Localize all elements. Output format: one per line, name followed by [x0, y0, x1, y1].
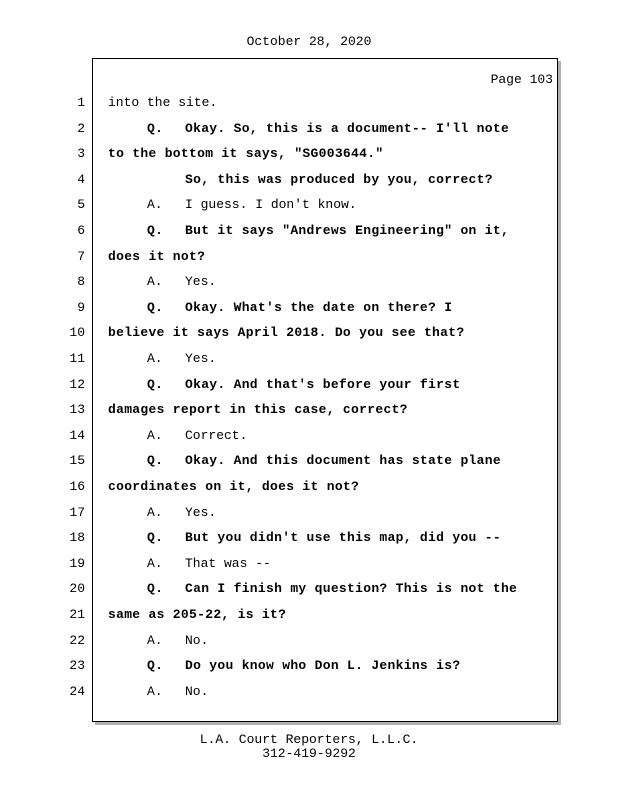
line-text: Okay. And this document has state plane	[185, 453, 501, 469]
speaker-label: A.	[147, 274, 163, 290]
line-number: 6	[77, 223, 85, 238]
line-text: believe it says April 2018. Do you see t…	[108, 325, 465, 341]
line-number: 5	[77, 197, 85, 213]
speaker-label: Q.	[147, 120, 164, 136]
line-number: 8	[77, 274, 85, 290]
speaker-label: A.	[147, 504, 163, 520]
line-number: 21	[69, 607, 85, 622]
speaker-label: Q.	[147, 581, 164, 597]
line-text: Okay. What's the date on there? I	[185, 299, 453, 315]
line-number: 18	[69, 530, 85, 546]
line-text: does it not?	[108, 248, 206, 264]
line-number: 17	[69, 504, 85, 520]
line-text: damages report in this case, correct?	[108, 402, 408, 418]
reporter-phone: 312-419-9292	[262, 746, 356, 761]
line-text: Correct.	[185, 427, 248, 443]
line-number: 12	[69, 376, 85, 392]
speaker-label: Q.	[147, 223, 164, 238]
line-text: So, this was produced by you, correct?	[185, 171, 493, 187]
line-text: But you didn't use this map, did you --	[185, 530, 501, 546]
line-text: No.	[185, 683, 209, 699]
speaker-label: A.	[147, 351, 163, 366]
line-text: same as 205-22, is it?	[108, 607, 287, 622]
line-number: 3	[77, 146, 85, 162]
line-number: 24	[69, 683, 85, 699]
line-text: Do you know who Don L. Jenkins is?	[185, 658, 461, 674]
speaker-label: A.	[147, 683, 163, 699]
line-number: 16	[69, 479, 85, 494]
line-number: 10	[69, 325, 85, 341]
line-text: I guess. I don't know.	[185, 197, 357, 213]
line-number: 11	[69, 351, 85, 366]
reporter-company: L.A. Court Reporters, L.L.C.	[199, 732, 419, 747]
line-text: No.	[185, 632, 209, 648]
line-text: Yes.	[185, 274, 217, 290]
line-number: 2	[77, 120, 85, 136]
line-text: coordinates on it, does it not?	[108, 479, 360, 494]
speaker-label: Q.	[147, 299, 164, 315]
speaker-label: A.	[147, 427, 163, 443]
line-text: into the site.	[108, 95, 218, 110]
line-text: Yes.	[185, 351, 217, 366]
line-number: 9	[77, 299, 85, 315]
line-text: to the bottom it says, "SG003644."	[108, 146, 384, 162]
line-number: 13	[69, 402, 85, 418]
speaker-label: A.	[147, 632, 163, 648]
line-number: 1	[77, 95, 85, 110]
transcript-date: October 28, 2020	[246, 34, 372, 49]
page-number: Page 103	[490, 72, 553, 87]
line-text: Okay. And that's before your first	[185, 376, 461, 392]
line-text: But it says "Andrews Engineering" on it,	[185, 223, 510, 238]
line-number: 20	[69, 581, 85, 597]
line-number: 23	[69, 658, 85, 674]
line-number: 7	[77, 248, 85, 264]
line-number: 4	[77, 171, 85, 187]
line-text: Okay. So, this is a document-- I'll note	[185, 120, 510, 136]
speaker-label: Q.	[147, 453, 164, 469]
speaker-label: A.	[147, 555, 163, 571]
speaker-label: Q.	[147, 658, 164, 674]
line-text: Yes.	[185, 504, 217, 520]
line-number: 15	[69, 453, 85, 469]
line-text: Can I finish my question? This is not th…	[185, 581, 518, 597]
speaker-label: A.	[147, 197, 163, 213]
line-number: 14	[69, 427, 85, 443]
speaker-label: Q.	[147, 376, 164, 392]
line-number: 22	[69, 632, 85, 648]
line-number: 19	[69, 555, 85, 571]
footer: L.A. Court Reporters, L.L.C. 312-419-929…	[0, 733, 618, 761]
speaker-label: Q.	[147, 530, 164, 546]
line-text: That was --	[185, 555, 271, 571]
